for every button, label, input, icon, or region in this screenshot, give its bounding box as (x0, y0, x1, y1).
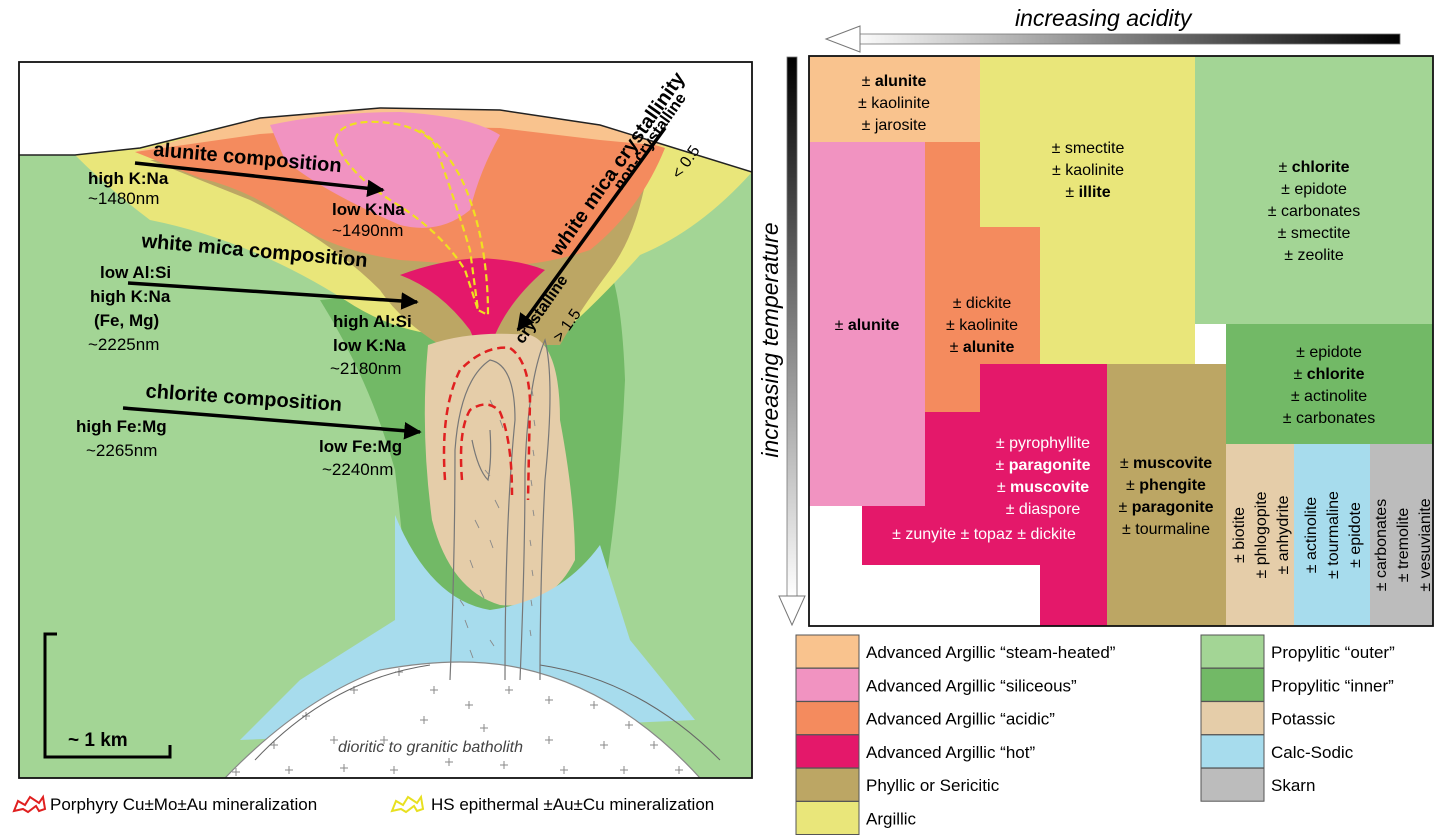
legend-swatch (1201, 768, 1264, 801)
legend-swatch (796, 802, 859, 835)
legend-label: Propylitic “outer” (1271, 643, 1395, 662)
steam-line-3: ± jarosite (862, 117, 927, 134)
chlorite-right-2: ~2240nm (322, 460, 393, 479)
acidic-line-1: ± dickite (953, 295, 1012, 312)
potassic-line-1: ± biotite (1231, 507, 1248, 563)
propy-inner-line-4: ± carbonates (1283, 410, 1375, 427)
legend-label: Calc-Sodic (1271, 743, 1354, 762)
cell-phyllic (1107, 364, 1226, 626)
skarn-line-1: ± carbonates (1373, 499, 1390, 591)
chlorite-left-1: high Fe:Mg (76, 417, 167, 436)
propy-inner-line-2: ± chlorite (1293, 366, 1364, 383)
scale-label: ~ 1 km (68, 730, 128, 751)
legend-label: Advanced Argillic “hot” (866, 743, 1035, 762)
alunite-left-2: ~1480nm (88, 189, 159, 208)
propy-inner-line-1: ± epidote (1296, 344, 1362, 361)
legend: Advanced Argillic “steam-heated” Advanced… (796, 635, 1395, 835)
acidity-label: increasing acidity (1015, 5, 1193, 31)
hs-legend-icon (392, 797, 423, 812)
steam-line-2: ± kaolinite (858, 95, 930, 112)
legend-label: Argillic (866, 810, 917, 829)
phyllic-line-1: ± muscovite (1120, 455, 1212, 472)
legend-swatch (796, 635, 859, 668)
propy-inner-line-3: ± actinolite (1291, 388, 1367, 405)
alunite-right-2: ~1490nm (332, 221, 403, 240)
calcsodic-line-2: ± tourmaline (1325, 491, 1342, 579)
temperature-label: increasing temperature (757, 222, 783, 457)
potassic-line-2: ± phlogopite (1253, 491, 1270, 578)
legend-swatch (1201, 702, 1264, 735)
calcsodic-line-1: ± actinolite (1303, 497, 1320, 573)
propy-outer-line-3: ± carbonates (1268, 203, 1360, 220)
argillic-line-1: ± smectite (1052, 140, 1125, 157)
hot-bottom-line: ± zunyite ± topaz ± dickite (892, 526, 1076, 543)
hot-line-3: ± muscovite (997, 479, 1089, 496)
phyllic-line-2: ± phengite (1126, 477, 1206, 494)
legend-label: Phyllic or Sericitic (866, 776, 1000, 795)
mica-left-2: high K:Na (90, 287, 171, 306)
legend-swatch (796, 668, 859, 701)
argillic-line-3: ± illite (1065, 184, 1110, 201)
acidic-line-3: ± alunite (950, 339, 1015, 356)
propy-outer-line-5: ± zeolite (1284, 247, 1344, 264)
legend-swatch (1201, 635, 1264, 668)
legend-label: Advanced Argillic “steam-heated” (866, 643, 1116, 662)
legend-swatch (796, 702, 859, 735)
hot-line-4: ± diaspore (1006, 501, 1081, 518)
hs-legend-label: HS epithermal ±Au±Cu mineralization (431, 795, 714, 814)
alunite-right-1: low K:Na (332, 200, 405, 219)
acidic-line-2: ± kaolinite (946, 317, 1018, 334)
legend-label: Potassic (1271, 710, 1336, 729)
steam-line-1: ± alunite (862, 73, 927, 90)
hot-line-2: ± paragonite (995, 457, 1090, 474)
skarn-line-2: ± tremolite (1395, 508, 1412, 583)
phyllic-line-4: ± tourmaline (1122, 521, 1210, 538)
legend-swatch (796, 768, 859, 801)
mica-right-3: ~2180nm (330, 359, 401, 378)
mica-left-4: ~2225nm (88, 335, 159, 354)
legend-label: Advanced Argillic “siliceous” (866, 676, 1077, 695)
mica-left-3: (Fe, Mg) (94, 311, 159, 330)
legend-label: Advanced Argillic “acidic” (866, 710, 1055, 729)
calcsodic-line-3: ± epidote (1347, 502, 1364, 568)
legend-swatch (1201, 668, 1264, 701)
porphyry-legend-label: Porphyry Cu±Mo±Au mineralization (50, 795, 317, 814)
legend-label: Skarn (1271, 776, 1315, 795)
legend-swatch (1201, 735, 1264, 768)
siliceous-line-1: ± alunite (835, 317, 900, 334)
alunite-left-1: high K:Na (88, 169, 169, 188)
legend-label: Propylitic “inner” (1271, 676, 1394, 695)
phyllic-line-3: ± paragonite (1118, 499, 1213, 516)
hot-line-1: ± pyrophyllite (996, 435, 1090, 452)
mica-right-2: low K:Na (333, 336, 406, 355)
chlorite-left-2: ~2265nm (86, 441, 157, 460)
propy-outer-line-2: ± epidote (1281, 181, 1347, 198)
legend-swatch (796, 735, 859, 768)
potassic-line-3: ± anhydrite (1275, 495, 1292, 574)
propy-outer-line-1: ± chlorite (1278, 159, 1349, 176)
skarn-line-3: ± vesuvianite (1417, 498, 1434, 591)
mica-right-1: high Al:Si (333, 312, 412, 331)
propy-outer-line-4: ± smectite (1278, 225, 1351, 242)
chlorite-right-1: low Fe:Mg (319, 437, 402, 456)
mica-left-1: low Al:Si (100, 263, 171, 282)
porphyry-legend-icon (14, 797, 45, 812)
argillic-line-2: ± kaolinite (1052, 162, 1124, 179)
batholith-label: dioritic to granitic batholith (338, 739, 523, 756)
